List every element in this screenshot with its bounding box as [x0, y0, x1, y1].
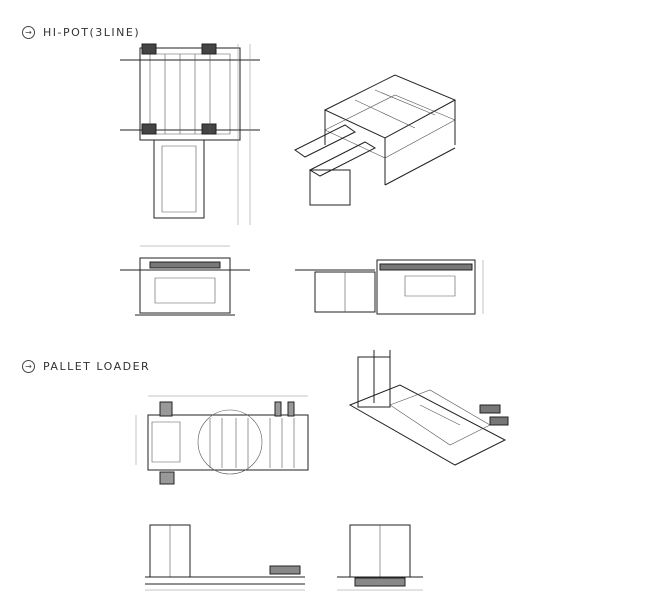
hipot-front-view-drawing — [120, 240, 250, 320]
section-heading-pallet-loader: → PALLET LOADER — [22, 360, 150, 373]
section-title: HI-POT(3LINE) — [43, 26, 141, 39]
hipot-side-view-drawing — [295, 250, 495, 320]
pallet-isometric-drawing — [340, 345, 520, 480]
section-heading-hipot: → HI-POT(3LINE) — [22, 26, 140, 39]
arrow-right-circle-icon: → — [22, 360, 35, 373]
pallet-side-view-drawing — [335, 520, 425, 592]
pallet-front-view-drawing — [140, 520, 310, 592]
hipot-isometric-drawing — [265, 60, 500, 220]
arrow-right-circle-icon: → — [22, 26, 35, 39]
section-title: PALLET LOADER — [43, 360, 151, 373]
hipot-top-view-drawing — [120, 40, 260, 230]
pallet-top-view-drawing — [130, 390, 315, 495]
